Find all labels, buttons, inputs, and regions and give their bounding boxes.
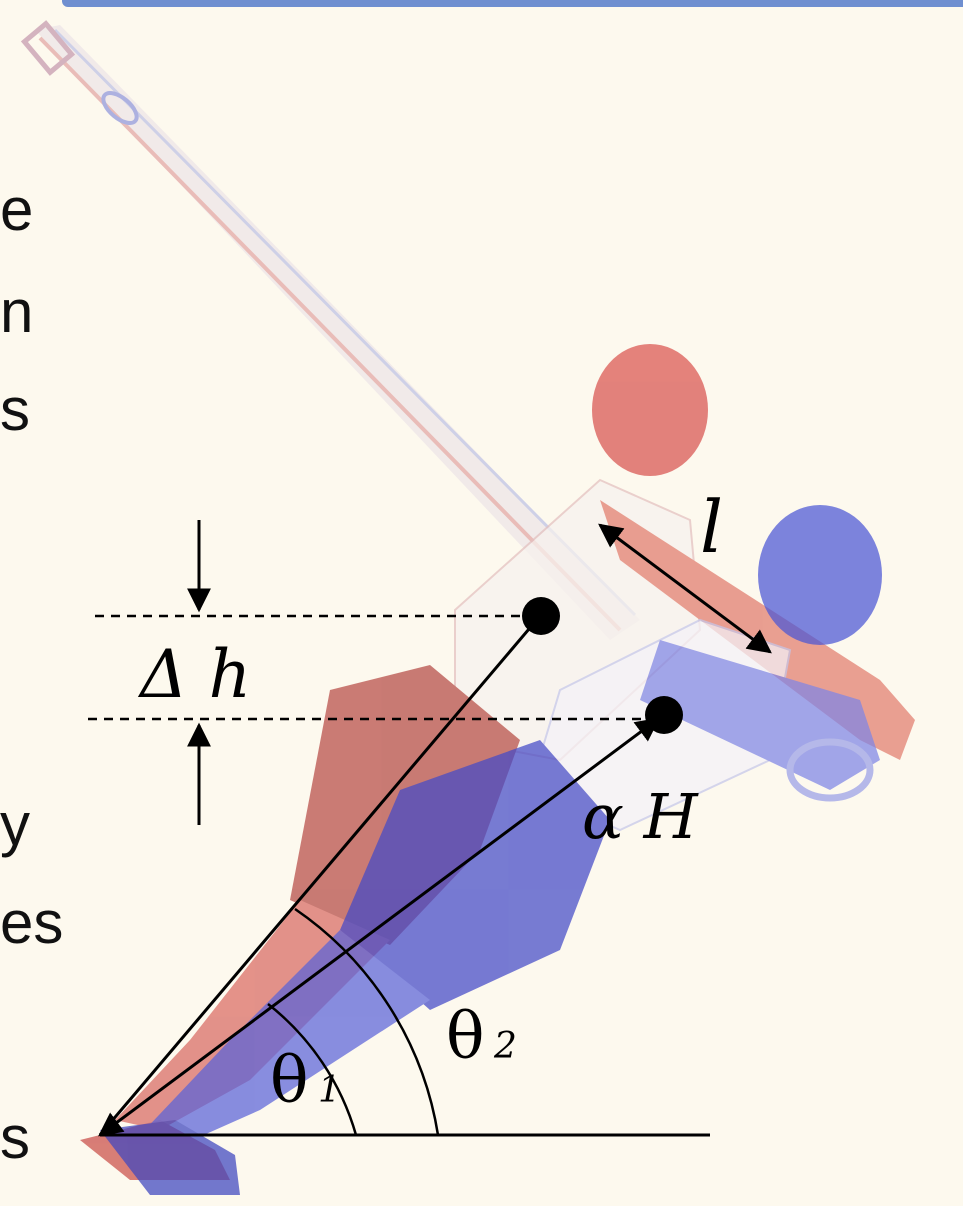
theta2-subscript: 2 [493,1026,517,1067]
theta2-label: θ [446,1000,485,1074]
alpha-h-arrow [98,717,660,1137]
theta1-subscript: 1 [318,1070,341,1111]
blue-figure-handle [786,738,874,802]
theta2-arc [294,907,440,1136]
theta1-arc [267,1003,358,1136]
strap-length-arrow [598,523,772,654]
cut-text-line-2: n [0,278,34,345]
suspension-strap [20,20,640,640]
blue-figure-head [758,505,882,645]
blue-center-of-mass-dot [645,696,683,734]
theta1-label: θ [270,1044,309,1118]
delta-h-label: Δ h [137,636,251,713]
cut-text-line-3: s [0,376,30,443]
red-figure-head [592,344,708,476]
strap-length-label: l [700,485,723,569]
alpha-h-label: α H [582,780,700,853]
red-center-of-mass-dot [522,597,560,635]
cut-text-line-1: e [0,176,34,243]
cut-text-line-6: s [0,1104,30,1171]
cut-text-line-4: y [0,791,30,858]
blue-figure-arm [640,640,880,790]
blue-figure-shoe [100,1120,240,1195]
cut-text-line-5: es [0,889,64,956]
slide-top-accent-bar [62,0,963,7]
